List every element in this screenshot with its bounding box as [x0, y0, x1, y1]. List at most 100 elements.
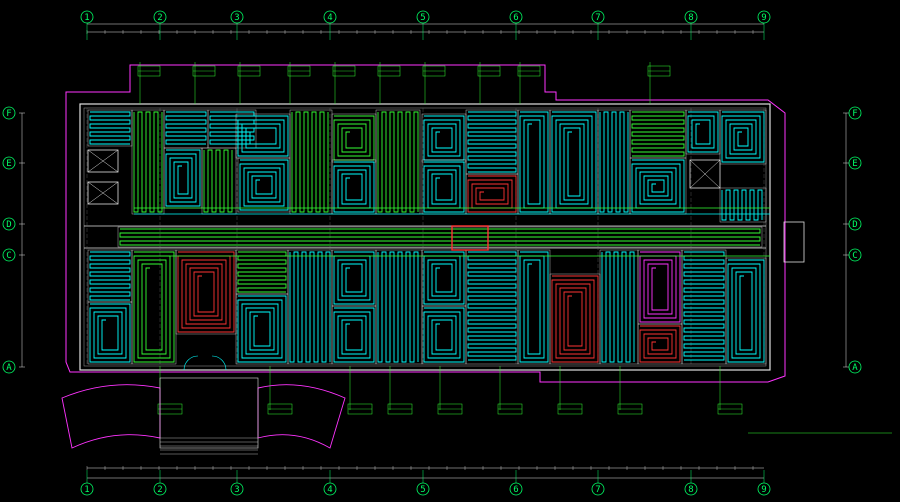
heating-loop-11 — [377, 111, 419, 213]
axis-bubble-E-left — [2, 156, 16, 170]
heating-loop-14 — [467, 111, 517, 173]
entrance-steps — [159, 377, 259, 449]
heating-loop-41 — [639, 325, 681, 363]
axis-label-E-left: E — [6, 159, 11, 169]
elevator-x2 — [87, 149, 119, 173]
heating-loop-40 — [639, 251, 681, 323]
axis-label-A-right: A — [852, 363, 858, 373]
heating-loop-24 — [89, 251, 131, 301]
heating-loop-28 — [237, 251, 287, 293]
axis-label-4-bottom: 4 — [327, 485, 332, 495]
heating-loop-23 — [721, 189, 763, 221]
heating-loop-22-room — [719, 109, 767, 165]
axis-label-F-right: F — [852, 109, 857, 119]
heating-loop-31 — [333, 251, 375, 305]
axis-bubble-D-left — [2, 217, 16, 231]
axis-bubble-E-right — [848, 156, 862, 170]
heating-loop-15 — [467, 175, 517, 213]
east-stair — [783, 221, 805, 263]
axis-label-D-left: D — [6, 220, 11, 230]
heating-loop-39 — [601, 251, 635, 363]
heating-loop-38 — [551, 275, 599, 363]
axis-bubble-A-left — [2, 360, 16, 374]
axis-label-5-bottom: 5 — [420, 485, 425, 495]
heating-loop-44 — [119, 228, 761, 246]
heating-loop-34 — [423, 251, 465, 305]
door-swing-left — [183, 355, 199, 371]
axis-label-9-bottom: 9 — [761, 485, 766, 495]
axis-label-3-bottom: 3 — [234, 485, 239, 495]
heating-loop-18 — [599, 111, 629, 213]
elevator-1 — [87, 149, 119, 173]
elevator-x6 — [689, 159, 721, 189]
axis-label-C-left: C — [6, 251, 11, 261]
axis-label-F-left: F — [6, 109, 11, 119]
door-swing-right — [211, 355, 227, 371]
heating-loop-26 — [133, 251, 175, 363]
heating-loop-17 — [551, 111, 597, 213]
heating-loop-44-room — [117, 226, 763, 248]
axis-label-8-bottom: 8 — [688, 485, 693, 495]
heating-loop-32 — [333, 307, 375, 363]
axis-label-5-top: 5 — [420, 13, 425, 23]
axis-label-2-bottom: 2 — [157, 485, 162, 495]
axis-label-E-right: E — [852, 159, 857, 169]
dimension-lines — [19, 23, 849, 479]
heating-loop-7 — [239, 159, 289, 211]
axis-label-6-top: 6 — [513, 13, 518, 23]
heating-loop-33 — [377, 251, 419, 363]
heating-loop-42 — [683, 251, 725, 361]
heating-loop-23-room — [719, 187, 767, 223]
axis-label-D-right: D — [852, 220, 857, 230]
heating-loop-13 — [423, 161, 465, 213]
heating-loop-4 — [203, 149, 233, 213]
axis-bubble-F-left — [2, 106, 16, 120]
axis-bubble-C-left — [2, 248, 16, 262]
axis-bubble-D-right — [848, 217, 862, 231]
heating-loop-2 — [165, 111, 207, 145]
axis-label-2-top: 2 — [157, 13, 162, 23]
heating-loop-1 — [133, 111, 163, 213]
heating-loop-5 — [209, 111, 255, 145]
elevator-x4 — [87, 181, 119, 205]
axis-bubble-A-right — [848, 360, 862, 374]
axis-bubble-F-right — [848, 106, 862, 120]
axis-label-A-left: A — [6, 363, 12, 373]
inner-wall — [83, 107, 767, 367]
heating-loop-0 — [89, 111, 131, 145]
heating-loop-35 — [423, 307, 465, 363]
heating-loop-3 — [165, 149, 201, 207]
axis-label-1-bottom: 1 — [84, 485, 89, 495]
axis-label-7-bottom: 7 — [595, 485, 600, 495]
heating-loop-25 — [89, 303, 131, 363]
canopy-right — [257, 384, 346, 449]
axis-bubble-C-right — [848, 248, 862, 262]
heating-loop-20 — [631, 159, 685, 213]
axis-label-9-top: 9 — [761, 13, 766, 23]
axis-label-6-bottom: 6 — [513, 485, 518, 495]
manifold-labels — [137, 62, 743, 415]
heating-loop-21 — [687, 111, 719, 153]
heating-loop-19 — [631, 111, 685, 157]
heating-loops — [87, 109, 770, 365]
axis-label-7-top: 7 — [595, 13, 600, 23]
heating-loop-8 — [291, 111, 329, 213]
heating-loop-6 — [237, 115, 289, 157]
entrance-canopy — [61, 355, 346, 455]
red-loop-corridor — [451, 225, 489, 251]
heating-loop-43 — [727, 259, 765, 363]
heating-loop-10 — [333, 161, 375, 213]
heating-loop-29 — [237, 295, 287, 363]
heating-loop-36 — [467, 251, 517, 361]
elevator-2 — [87, 181, 119, 205]
axis-label-1-top: 1 — [84, 13, 89, 23]
heating-loop-22 — [721, 111, 765, 163]
heating-loop-30 — [289, 251, 331, 363]
axis-label-3-top: 3 — [234, 13, 239, 23]
heating-loop-12 — [423, 115, 465, 161]
axis-label-4-top: 4 — [327, 13, 332, 23]
